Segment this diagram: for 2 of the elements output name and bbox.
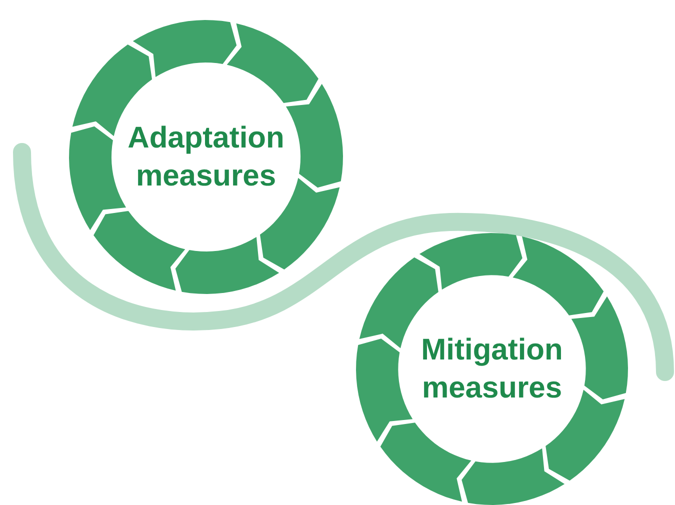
node-label: Mitigation measures: [420, 332, 564, 406]
node-label: Adaptation measures: [126, 120, 286, 194]
